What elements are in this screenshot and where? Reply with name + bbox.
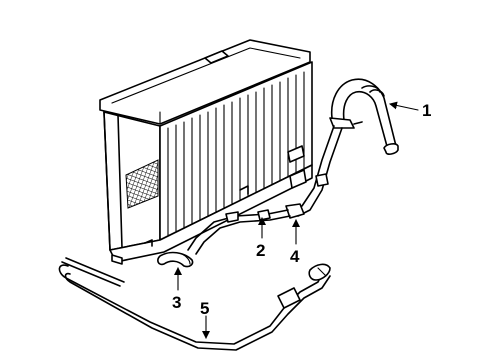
callout-3-number: 3 <box>172 293 181 312</box>
upper-hose <box>329 78 399 155</box>
callout-3: 3 <box>172 267 182 312</box>
cooler-line-upper <box>285 125 343 219</box>
callout-4-number: 4 <box>290 247 300 266</box>
lower-small-hose <box>157 251 194 268</box>
callout-5: 5 <box>200 299 210 339</box>
callout-2: 2 <box>256 217 266 260</box>
callout-1: 1 <box>389 101 431 120</box>
callout-5-number: 5 <box>200 299 209 318</box>
core-mesh-patch <box>125 159 159 209</box>
lower-cooler-pipe <box>58 257 331 351</box>
cooler-hose-lower <box>187 209 291 255</box>
radiator <box>99 39 313 265</box>
callout-2-number: 2 <box>256 241 265 260</box>
callout-1-number: 1 <box>422 101 431 120</box>
callout-4: 4 <box>290 219 300 266</box>
